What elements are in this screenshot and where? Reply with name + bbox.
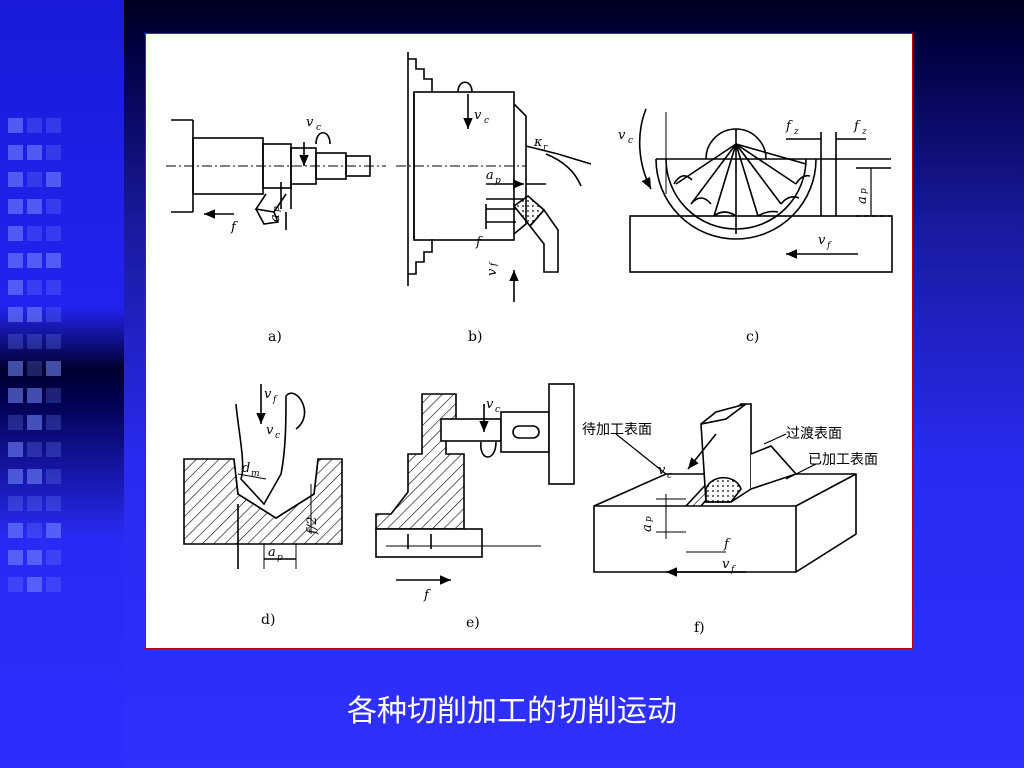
d-vf-label: v [264,387,272,402]
b-label: b) [468,329,482,345]
c-vc-label: v [618,128,626,143]
diagram-d-labels: v f v c d m f/2 a p d) [242,387,320,628]
f-vc-sub: c [667,471,672,481]
f-f-label: f [723,537,731,552]
e-vc-sub: c [495,405,500,415]
f-vf-label: v [722,557,730,572]
c-ap-sub: p [859,188,869,194]
left-decorative-strip [0,0,124,768]
b-kr-label: κ [533,135,543,150]
a-ap-label: a [268,214,283,222]
f-label: f) [694,620,705,636]
c-fz1-label: f [785,119,793,134]
slide-caption: 各种切削加工的切削运动 [347,694,677,729]
diagram-a-labels: v c f a p a) [230,115,321,345]
c-fz1-sub: z [793,127,799,137]
b-vc-label: v [474,108,482,123]
a-label: a) [268,329,282,345]
b-vf-sub: f [489,261,499,267]
b-ap-sub: p [495,176,501,186]
f-surface-finished: 已加工表面 [808,452,878,468]
f-surface-pending: 待加工表面 [582,422,652,438]
d-ap-sub: p [277,553,283,563]
d-dm-label: d [242,461,250,476]
d-vc-sub: c [275,431,280,441]
a-vc-sub: c [316,123,321,133]
a-ap-sub: p [272,206,282,212]
f-vf-sub: f [730,565,736,575]
d-vf-sub: f [272,395,278,405]
diagram-b-labels: v c κ r a p f v f b) [468,108,548,345]
diagram-a-turning [166,119,386,230]
c-fz2-sub: z [861,127,867,137]
diagram-e-labels: v c f e) [423,397,500,631]
b-ap-label: a [486,168,494,183]
f-ap-label: a [640,524,655,532]
a-vc-label: v [306,115,314,130]
diagram-c-milling [629,108,893,273]
c-vf-sub: f [826,241,832,251]
d-ap-label: a [268,545,276,560]
d-label: d) [261,612,275,628]
e-f-label: f [423,588,431,603]
c-ap-label: a [855,196,870,204]
c-vc-sub: c [628,136,633,146]
b-vc-sub: c [484,116,489,126]
decorative-squares [8,118,68,604]
diagram-c-labels: v c f z f z a p v f c) [618,119,870,345]
f-surface-transition: 过渡表面 [786,426,842,442]
d-f2-label: f/2 [305,517,320,535]
diagram-f-planing [593,403,857,577]
f-ap-sub: p [644,516,654,522]
c-vf-label: v [818,233,826,248]
c-fz2-label: f [853,119,861,134]
diagram-d-drilling [183,384,343,569]
figure-panel: v c f a p a) [145,33,913,649]
f-vc-label: v [658,463,666,478]
a-f-label: f [230,220,238,235]
d-dm-sub: m [251,469,260,479]
e-label: e) [466,615,480,631]
diagram-f-labels: 待加工表面 过渡表面 已加工表面 v c a p f v f f) [582,422,878,636]
b-kr-sub: r [543,143,548,153]
b-f-label: f [475,235,483,250]
b-vf-label: v [485,268,500,276]
d-vc-label: v [266,423,274,438]
diagram-b-facing [396,52,592,302]
c-label: c) [746,329,759,345]
diagram-e-slotting [375,383,575,585]
e-vc-label: v [486,397,494,412]
cutting-motion-diagram: v c f a p a) [166,52,893,636]
